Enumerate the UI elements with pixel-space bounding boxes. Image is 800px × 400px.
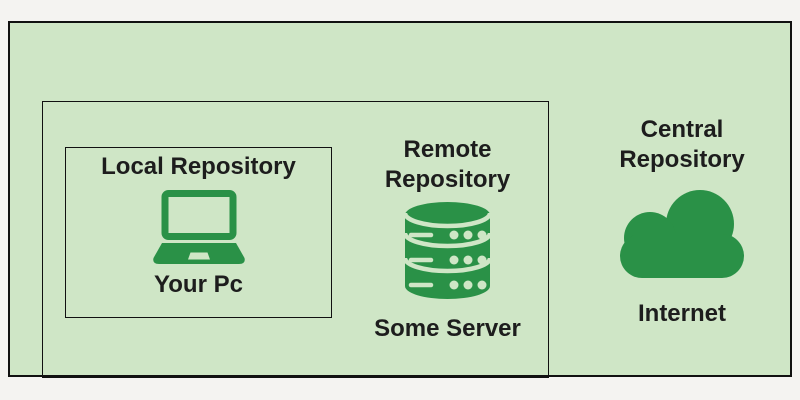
cloud-icon bbox=[620, 190, 744, 278]
central-repository-title: Central Repository bbox=[619, 116, 745, 173]
your-pc-label: Your Pc bbox=[154, 271, 243, 298]
diagram-panel: Local Repository Your Pc Remote Reposito… bbox=[8, 21, 792, 378]
database-icon bbox=[403, 202, 492, 299]
some-server-label: Some Server bbox=[374, 315, 521, 342]
remote-repository-group: Remote Repository Some Server bbox=[350, 135, 545, 344]
local-repository-box: Local Repository Your Pc bbox=[65, 147, 332, 318]
remote-repository-title: Remote Repository bbox=[384, 136, 511, 193]
local-environment-box bbox=[42, 101, 549, 378]
internet-label: Internet bbox=[637, 300, 726, 327]
local-repository-title: Local Repository bbox=[101, 153, 296, 180]
central-repository-group: Central Repository Internet bbox=[587, 115, 777, 329]
laptop-icon bbox=[152, 190, 245, 264]
